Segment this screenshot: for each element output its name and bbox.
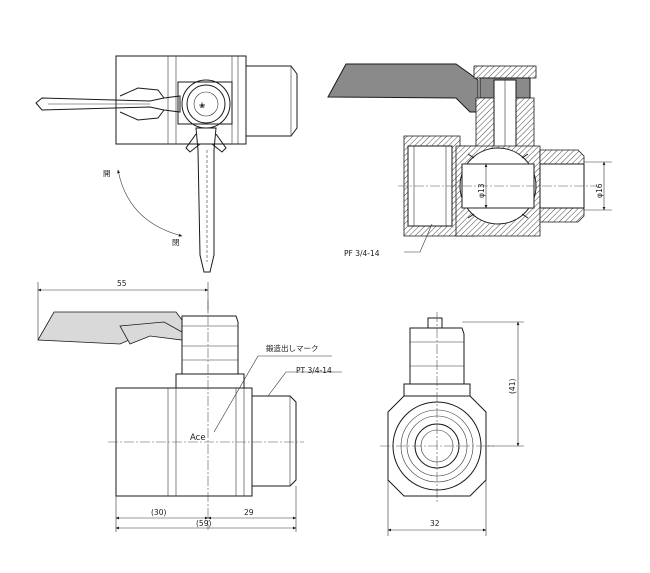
dim-total-length: (59): [196, 519, 211, 528]
label-outlet-dia: φ16: [595, 183, 604, 198]
front-stem-cap: [181, 315, 239, 375]
top-handle-lever: [35, 95, 181, 113]
section-handle: [327, 63, 479, 113]
top-thread-end: [245, 65, 298, 137]
label-forging-mark: 鍛造出しマーク: [266, 343, 319, 353]
top-view: ❀ 開 閉: [35, 55, 298, 273]
dim-right-length: 29: [244, 508, 254, 517]
top-stem-nut-outer: [181, 79, 231, 129]
label-bore: φ13: [477, 183, 486, 198]
top-body: [115, 55, 247, 145]
top-handle-closed: [195, 127, 217, 273]
side-body: [387, 395, 487, 497]
front-body: [115, 387, 253, 497]
label-pf-thread: PF 3/4-14: [344, 249, 380, 258]
label-close: 閉: [172, 238, 180, 247]
label-pt-thread: PT 3/4-14: [296, 366, 332, 375]
side-view: (41) 32: [380, 312, 524, 536]
dim-width: 32: [430, 519, 440, 528]
front-logo: Ace: [190, 433, 206, 443]
top-nut-logo: ❀: [199, 101, 205, 110]
rotation-arrow: [117, 169, 183, 237]
dim-handle-length: 55: [117, 279, 127, 288]
label-open: 開: [103, 169, 111, 178]
front-view: Ace 鍛造出しマーク PT 3/4-14 55 (30) 29 (59): [37, 279, 342, 532]
front-thread-end: [251, 395, 297, 487]
dim-left-length: (30): [151, 508, 166, 517]
section-view: φ13 φ16 PF 3/4-14: [327, 63, 612, 258]
dim-height: (41): [508, 379, 517, 394]
